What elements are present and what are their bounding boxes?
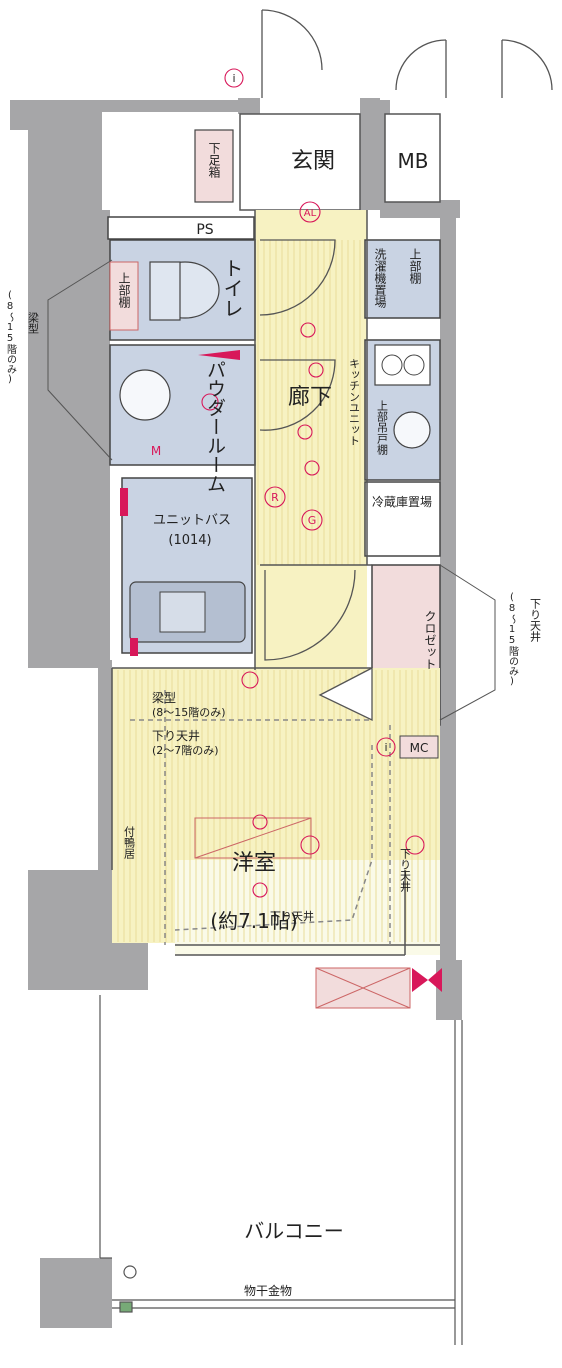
floor-stripes [117, 240, 437, 942]
fixtures [119, 129, 442, 1009]
info-marker-top [224, 68, 244, 88]
upper-shelf-left-box [109, 261, 139, 331]
drying-hardware-label: 物干金物 [244, 1283, 292, 1298]
unit-bath-size-label: (1014) [168, 533, 211, 548]
m-symbol: M [151, 444, 161, 458]
r-marker [264, 486, 286, 508]
kitchen-sink [393, 411, 431, 449]
lowered-ceiling-room-note: (2〜7階のみ) [152, 743, 219, 757]
sink-fixture [119, 369, 171, 421]
beam-room-label: 梁型 [152, 690, 176, 705]
entrance-label: 玄関 [291, 149, 335, 174]
fridge-space [364, 481, 441, 557]
western-room-lower [175, 860, 440, 955]
r-symbol: R [271, 491, 279, 504]
lowered-ceiling-room-label: 下り天井 [152, 729, 200, 743]
balcony [99, 995, 463, 1345]
upper-shelf-left-label: 上部棚 [117, 272, 131, 309]
tsukekamoi-label: 付鴨居 [123, 826, 136, 860]
labels: 玄関 MB PS 下足箱 トイレ 上部棚 パウダールーム 廊下 キッチンユニット… [5, 72, 542, 1298]
mc-label: MC [410, 741, 429, 755]
info-symbol-top: i [232, 72, 235, 85]
lowered-ceiling-right-outer-label: 下り天井 [529, 598, 542, 643]
unit-bath-label: ユニットバス [153, 513, 231, 528]
western-room-label: 洋室 [232, 851, 276, 876]
beam-room-note: (8〜15階のみ) [152, 705, 226, 719]
info-symbol-room: i [384, 741, 387, 754]
ps-box [107, 216, 255, 240]
closet-label: クロゼット [423, 610, 437, 670]
mb-floor [384, 113, 441, 203]
bracket-right [439, 564, 496, 721]
balcony-label: バルコニー [244, 1219, 344, 1243]
shoe-box-label: 下足箱 [207, 142, 221, 178]
ps-label: PS [196, 222, 213, 238]
washer-space [364, 239, 441, 319]
beam-left-outer-label: 梁型 [27, 311, 40, 334]
powder-room-label: パウダールーム [204, 360, 226, 493]
western-room-size-label: (約7.1帖) [210, 909, 297, 933]
g-symbol: G [308, 514, 317, 527]
g-marker [301, 509, 323, 531]
lowered-ceiling-right-outer-note: (8〜15階のみ) [507, 592, 519, 687]
toilet-label: トイレ [220, 258, 244, 318]
al-marker [299, 201, 321, 223]
lowered-ceiling-bottom-label: 下り天井 [270, 909, 314, 923]
upper-shelf-right-label: 上部棚 [408, 248, 422, 285]
lowered-ceiling-right-label: 下り天井 [399, 848, 412, 893]
internal-lines [111, 210, 440, 956]
kitchen-unit-label: キッチンユニット [348, 358, 361, 446]
washer-space-label: 洗濯機置場 [373, 248, 387, 309]
mb-label: MB [398, 149, 429, 173]
bracket-left [47, 259, 113, 461]
doors [259, 9, 553, 722]
entrance-floor [239, 113, 361, 211]
markers [201, 68, 425, 898]
beam-left-outer-note: (8〜15階のみ) [5, 290, 17, 385]
info-marker-room [376, 737, 396, 757]
al-symbol: AL [304, 208, 317, 219]
fridge-space-label: 冷蔵庫置場 [372, 495, 432, 509]
mc-box [399, 735, 439, 759]
upper-cabinet-label: 上部吊戸棚 [376, 400, 389, 456]
corridor-label: 廊下 [288, 385, 332, 410]
